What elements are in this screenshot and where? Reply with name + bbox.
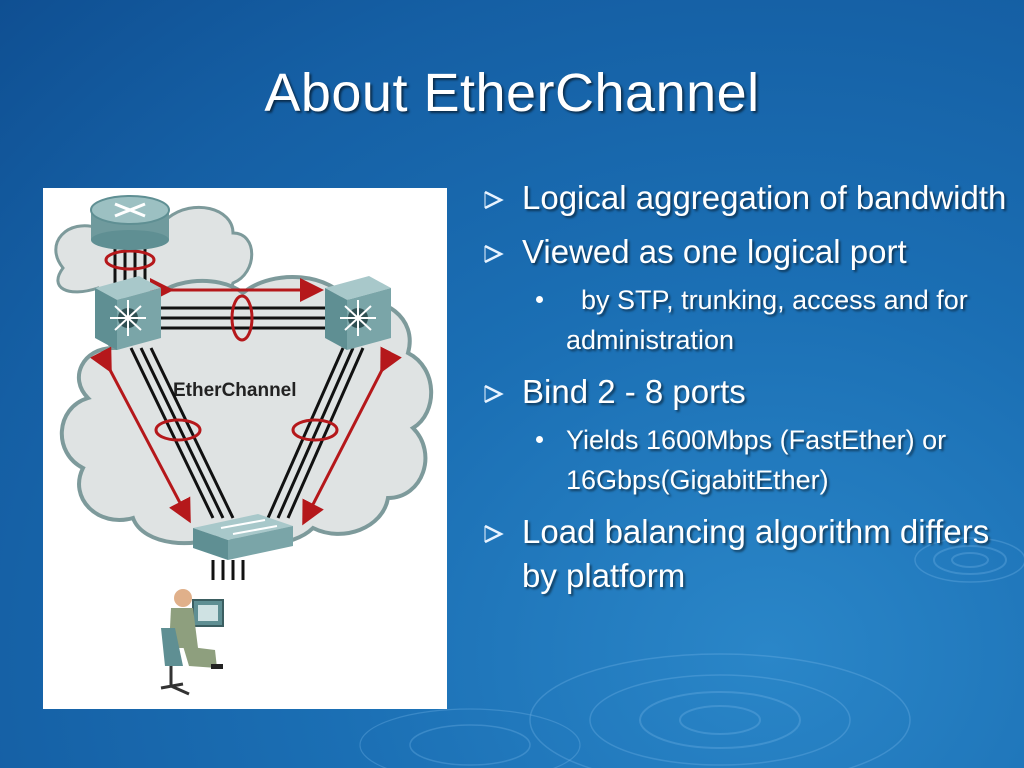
- multilayer-switch-right-icon: [325, 276, 391, 350]
- user-workstation-icon: [160, 589, 224, 696]
- bullet-list: Logical aggregation of bandwidth Viewed …: [478, 176, 1008, 608]
- bullet-text: Load balancing algorithm differs by plat…: [522, 513, 990, 594]
- etherchannel-diagram: EtherChannel: [43, 188, 447, 709]
- bullet-item: Bind 2 - 8 ports: [478, 370, 1008, 414]
- figure-label: EtherChannel: [173, 380, 297, 401]
- arrow-right: [302, 346, 402, 526]
- channel-ring-right: [291, 418, 339, 442]
- arrow-bullet-icon: [484, 244, 504, 264]
- arrow-bullet-icon: [484, 524, 504, 544]
- bullet-text: Bind 2 - 8 ports: [522, 373, 746, 410]
- channel-ring-top: [104, 249, 156, 271]
- workgroup-switch-icon: [193, 514, 293, 560]
- arrow-bullet-icon: [484, 190, 504, 210]
- diagram-svg: EtherChannel: [54, 195, 434, 696]
- channel-ring-left: [154, 418, 202, 442]
- dot-bullet-icon: [536, 296, 543, 303]
- sub-bullet-item: Yields 1600Mbps (FastEther) or 16Gbps(Gi…: [478, 420, 1008, 500]
- bullet-text: Logical aggregation of bandwidth: [522, 179, 1007, 216]
- multilayer-switch-left-icon: [95, 276, 161, 350]
- sub-bullet-text: Yields 1600Mbps (FastEther) or 16Gbps(Gi…: [566, 425, 947, 495]
- bullet-item: Viewed as one logical port: [478, 230, 1008, 274]
- dot-bullet-icon: [536, 436, 543, 443]
- sub-bullet-item: by STP, trunking, access and for adminis…: [478, 280, 1008, 360]
- arrow-bullet-icon: [484, 384, 504, 404]
- slide-title: About EtherChannel: [264, 63, 760, 123]
- arrow-left: [89, 346, 191, 524]
- sub-bullet-text: by STP, trunking, access and for adminis…: [566, 285, 976, 355]
- bullet-item: Logical aggregation of bandwidth: [478, 176, 1008, 220]
- access-link: [211, 560, 245, 580]
- bullet-text: Viewed as one logical port: [522, 233, 907, 270]
- switch-link-horizontal: [155, 306, 333, 330]
- bullet-item: Load balancing algorithm differs by plat…: [478, 510, 1008, 598]
- channel-ring-middle: [230, 294, 254, 342]
- router-icon: [90, 195, 170, 250]
